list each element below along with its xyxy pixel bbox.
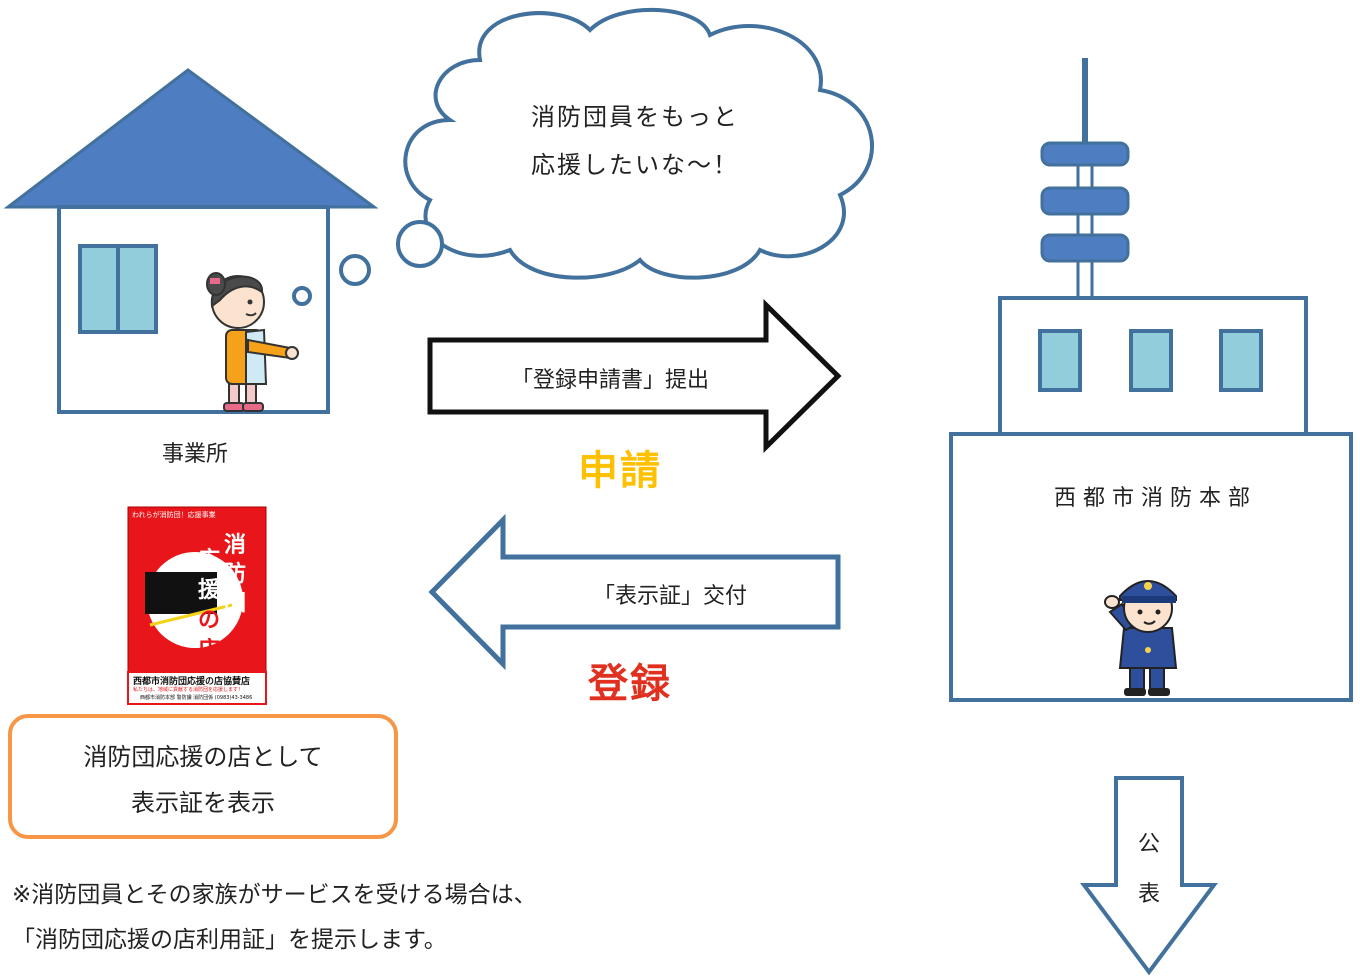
bubble-dot-large [396, 220, 444, 268]
register-caption: 登録 [588, 661, 672, 707]
business-label: 事業所 [161, 442, 228, 467]
note-line-1: ※消防団員とその家族がサービスを受ける場合は、 [12, 882, 537, 908]
bubble-dot-small [292, 286, 312, 306]
apply-arrow-label: 「登録申請書」提出 [510, 368, 709, 393]
thought-line-2: 応援したいな～！ [531, 151, 739, 179]
tower-discs [1040, 141, 1130, 263]
thought-bubble [292, 7, 875, 306]
fire-hq-building [949, 58, 1353, 702]
publish-char-2: 表 [1137, 882, 1160, 907]
poster-title-char: 消 [224, 533, 247, 558]
poster-bottom-sub: 私たちは、地域に貢献する消防団を応援します！ [133, 687, 244, 693]
apply-caption: 申請 [578, 448, 662, 494]
display-box-line-2: 表示証を表示 [131, 789, 275, 817]
note-line-2: 「消防団応援の店利用証」を提示します。 [12, 927, 447, 953]
hq-window [1129, 329, 1173, 392]
register-arrow-label: 「表示証」交付 [592, 584, 747, 609]
house-roof [3, 68, 379, 209]
apply-arrow-shape [427, 299, 842, 453]
poster-title-char: 応 [198, 548, 221, 573]
display-certificate-poster [127, 506, 267, 705]
poster-bottom-contact: 西都市消防本部 警防課 消防団係 (0983)43-3486 [140, 695, 253, 701]
bubble-dot-medium [339, 254, 371, 286]
poster-title-char: 防 [224, 562, 247, 587]
house-window [78, 244, 158, 334]
poster-bottom-title: 西都市消防団応援の店協賛店 [133, 677, 251, 687]
poster-title-char: 団 [224, 591, 247, 616]
house-illustration [3, 68, 379, 414]
hq-window [1219, 329, 1263, 392]
poster-title-char: 店 [198, 638, 221, 663]
display-box-line-1: 消防団応援の店として [83, 743, 323, 771]
hq-window [1038, 329, 1082, 392]
fire-hq-label: 西 都 市 消 防 本 部 [1054, 486, 1250, 511]
publish-arrow-shape [1080, 776, 1218, 976]
publish-char-1: 公 [1137, 832, 1160, 857]
poster-top-text: われらが消防団！応援事業 [132, 511, 216, 519]
poster-title-char: 援 [198, 578, 221, 603]
display-box [8, 714, 398, 839]
thought-line-1: 消防団員をもっと [531, 103, 739, 131]
firefighter-figure [1104, 580, 1178, 696]
woman-figure [206, 272, 299, 412]
register-arrow-shape [428, 513, 841, 671]
poster-title-char: の [198, 608, 221, 633]
